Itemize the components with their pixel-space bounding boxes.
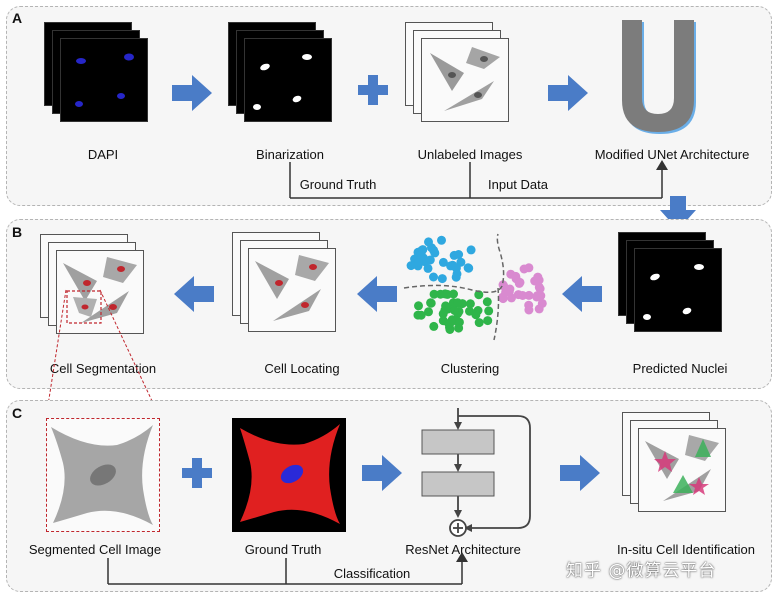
caption-resnet: ResNet Architecture [405, 542, 521, 557]
plus-icon [182, 458, 212, 488]
identified-cells [645, 435, 719, 501]
caption-ground-truth: Ground Truth [244, 542, 322, 557]
cluster-cyan-point [466, 245, 476, 255]
cluster-green-point [453, 298, 463, 308]
arrow-left-icon [174, 276, 214, 312]
caption-dapi: DAPI [87, 147, 119, 162]
cluster-cyan-point [429, 272, 438, 282]
arrow-right-icon [362, 455, 402, 491]
arrow-right-icon [560, 455, 600, 491]
cluster-pink-point [533, 272, 543, 282]
cluster-green-point [424, 307, 433, 317]
cluster-cyan-point [437, 235, 446, 245]
located-cells [255, 255, 329, 321]
cluster-pink-point [515, 277, 525, 287]
cluster-pink-point [534, 304, 544, 314]
cluster-green-point [441, 301, 451, 311]
cluster-cyan-point [452, 269, 462, 279]
unlabeled-cells [430, 47, 500, 111]
cluster-green-point [471, 310, 481, 320]
cluster-green-point [426, 298, 436, 308]
caption-cell-locating: Cell Locating [264, 361, 340, 376]
cluster-pink-point [519, 264, 529, 274]
cluster-boundary [403, 233, 505, 293]
cluster-pink-point [518, 291, 528, 300]
cluster-pink-point [524, 305, 534, 315]
cluster-green-point [454, 323, 464, 333]
flow-connector-a [289, 160, 668, 199]
ground-truth-image [232, 418, 346, 532]
cluster-green-point [450, 306, 460, 315]
cluster-cyan-point [424, 237, 433, 247]
resnet-diagram [421, 408, 531, 537]
unet-u-icon [622, 20, 696, 134]
cluster-boundary [493, 287, 500, 341]
watermark-text: 知乎 @微算云平台 [566, 561, 717, 581]
cluster-cyan-point [454, 250, 464, 259]
cluster-green-point [474, 318, 484, 328]
cluster-green-point [438, 309, 448, 319]
cluster-green-point [416, 310, 426, 320]
segmented-cell-image [46, 418, 160, 532]
cluster-pink-point [504, 287, 514, 297]
caption-predicted-nuclei: Predicted Nuclei [632, 361, 728, 376]
cluster-green-point [446, 317, 456, 327]
binary-nuclei [253, 54, 312, 110]
cluster-pink-point [532, 291, 542, 301]
caption-binarization: Binarization [256, 147, 324, 162]
cluster-pink-point [524, 290, 534, 300]
cluster-cyan-point [437, 274, 447, 284]
cluster-cyan-point [406, 261, 416, 271]
cluster-green-point [414, 301, 423, 311]
segmented-cells [63, 257, 137, 324]
panel-c-label: C [12, 405, 23, 421]
cluster-green-point [429, 289, 439, 299]
cluster-cyan-point [446, 261, 456, 271]
cluster-pink-point [498, 292, 508, 302]
cluster-cyan-point [456, 257, 466, 267]
cluster-cyan-point [438, 257, 448, 267]
clustering-scatter [403, 233, 547, 341]
predicted-nuclei [643, 264, 704, 320]
panel-a-label: A [12, 10, 23, 26]
arrow-right-icon [172, 75, 212, 111]
cluster-green-point [442, 289, 452, 299]
cluster-green-point [484, 306, 494, 316]
cluster-pink-point [534, 282, 544, 292]
flow-label-classification: Classification [333, 566, 411, 581]
cluster-green-point [429, 321, 439, 331]
cluster-cyan-point [425, 255, 435, 265]
cluster-cyan-point [414, 257, 423, 267]
cluster-green-point [474, 290, 484, 300]
caption-segmented-cell-image: Segmented Cell Image [28, 542, 162, 557]
caption-unlabeled-images: Unlabeled Images [417, 147, 523, 162]
cluster-cyan-point [423, 263, 433, 273]
panel-b-label: B [12, 224, 23, 240]
caption-insitu: In-situ Cell Identification [616, 542, 756, 557]
cluster-cyan-point [464, 263, 474, 273]
flow-connector-c [107, 552, 468, 585]
cluster-green-point [482, 297, 492, 307]
arrow-down-icon [660, 196, 696, 230]
cluster-cyan-point [418, 245, 428, 255]
flow-label-input-data: Input Data [488, 177, 548, 192]
cluster-green-point [483, 316, 493, 326]
cluster-green-point [465, 299, 475, 309]
caption-unet: Modified UNet Architecture [594, 147, 750, 162]
dapi-nuclei [75, 53, 134, 107]
plus-icon [358, 75, 388, 105]
caption-clustering: Clustering [440, 361, 500, 376]
caption-cell-segmentation: Cell Segmentation [49, 361, 157, 376]
arrow-left-icon [357, 276, 397, 312]
flow-label-ground-truth: Ground Truth [299, 177, 377, 192]
arrow-left-icon [562, 276, 602, 312]
arrow-right-icon [548, 75, 588, 111]
